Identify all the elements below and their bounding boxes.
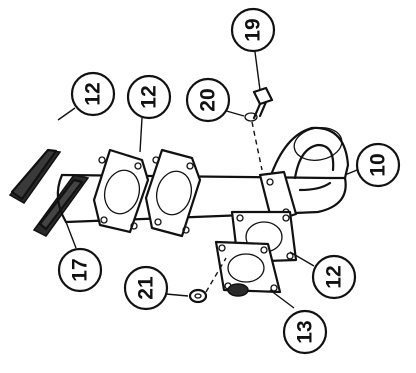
callout-19: 19 (230, 7, 276, 53)
gasket-pair-12 (92, 148, 202, 238)
callout-17: 17 (57, 247, 103, 293)
callout-12-top-left: 12 (70, 71, 116, 117)
elbow-pipe-10 (268, 126, 350, 216)
callout-12-top-center: 12 (126, 74, 172, 120)
callout-12-bottom-right: 12 (311, 254, 357, 300)
flange-plate-17 (32, 174, 90, 237)
callout-13: 13 (282, 309, 328, 355)
bolt-19 (252, 86, 274, 120)
svg-text:19: 19 (242, 18, 265, 41)
nut-21 (188, 288, 208, 304)
svg-text:12: 12 (138, 85, 161, 108)
assembly-guide-lines (205, 121, 263, 293)
callout-10: 10 (355, 142, 401, 188)
svg-text:21: 21 (135, 276, 158, 300)
svg-text:12: 12 (82, 82, 105, 105)
svg-text:17: 17 (69, 258, 92, 281)
callout-21: 21 (123, 265, 169, 311)
gasket-plate-far-left (8, 148, 62, 204)
washer-20 (244, 112, 258, 122)
svg-text:12: 12 (323, 265, 346, 288)
lower-flange-13 (214, 240, 282, 297)
svg-text:13: 13 (294, 320, 317, 343)
svg-text:20: 20 (197, 88, 220, 111)
callout-20: 20 (185, 77, 231, 123)
svg-text:10: 10 (367, 153, 390, 176)
